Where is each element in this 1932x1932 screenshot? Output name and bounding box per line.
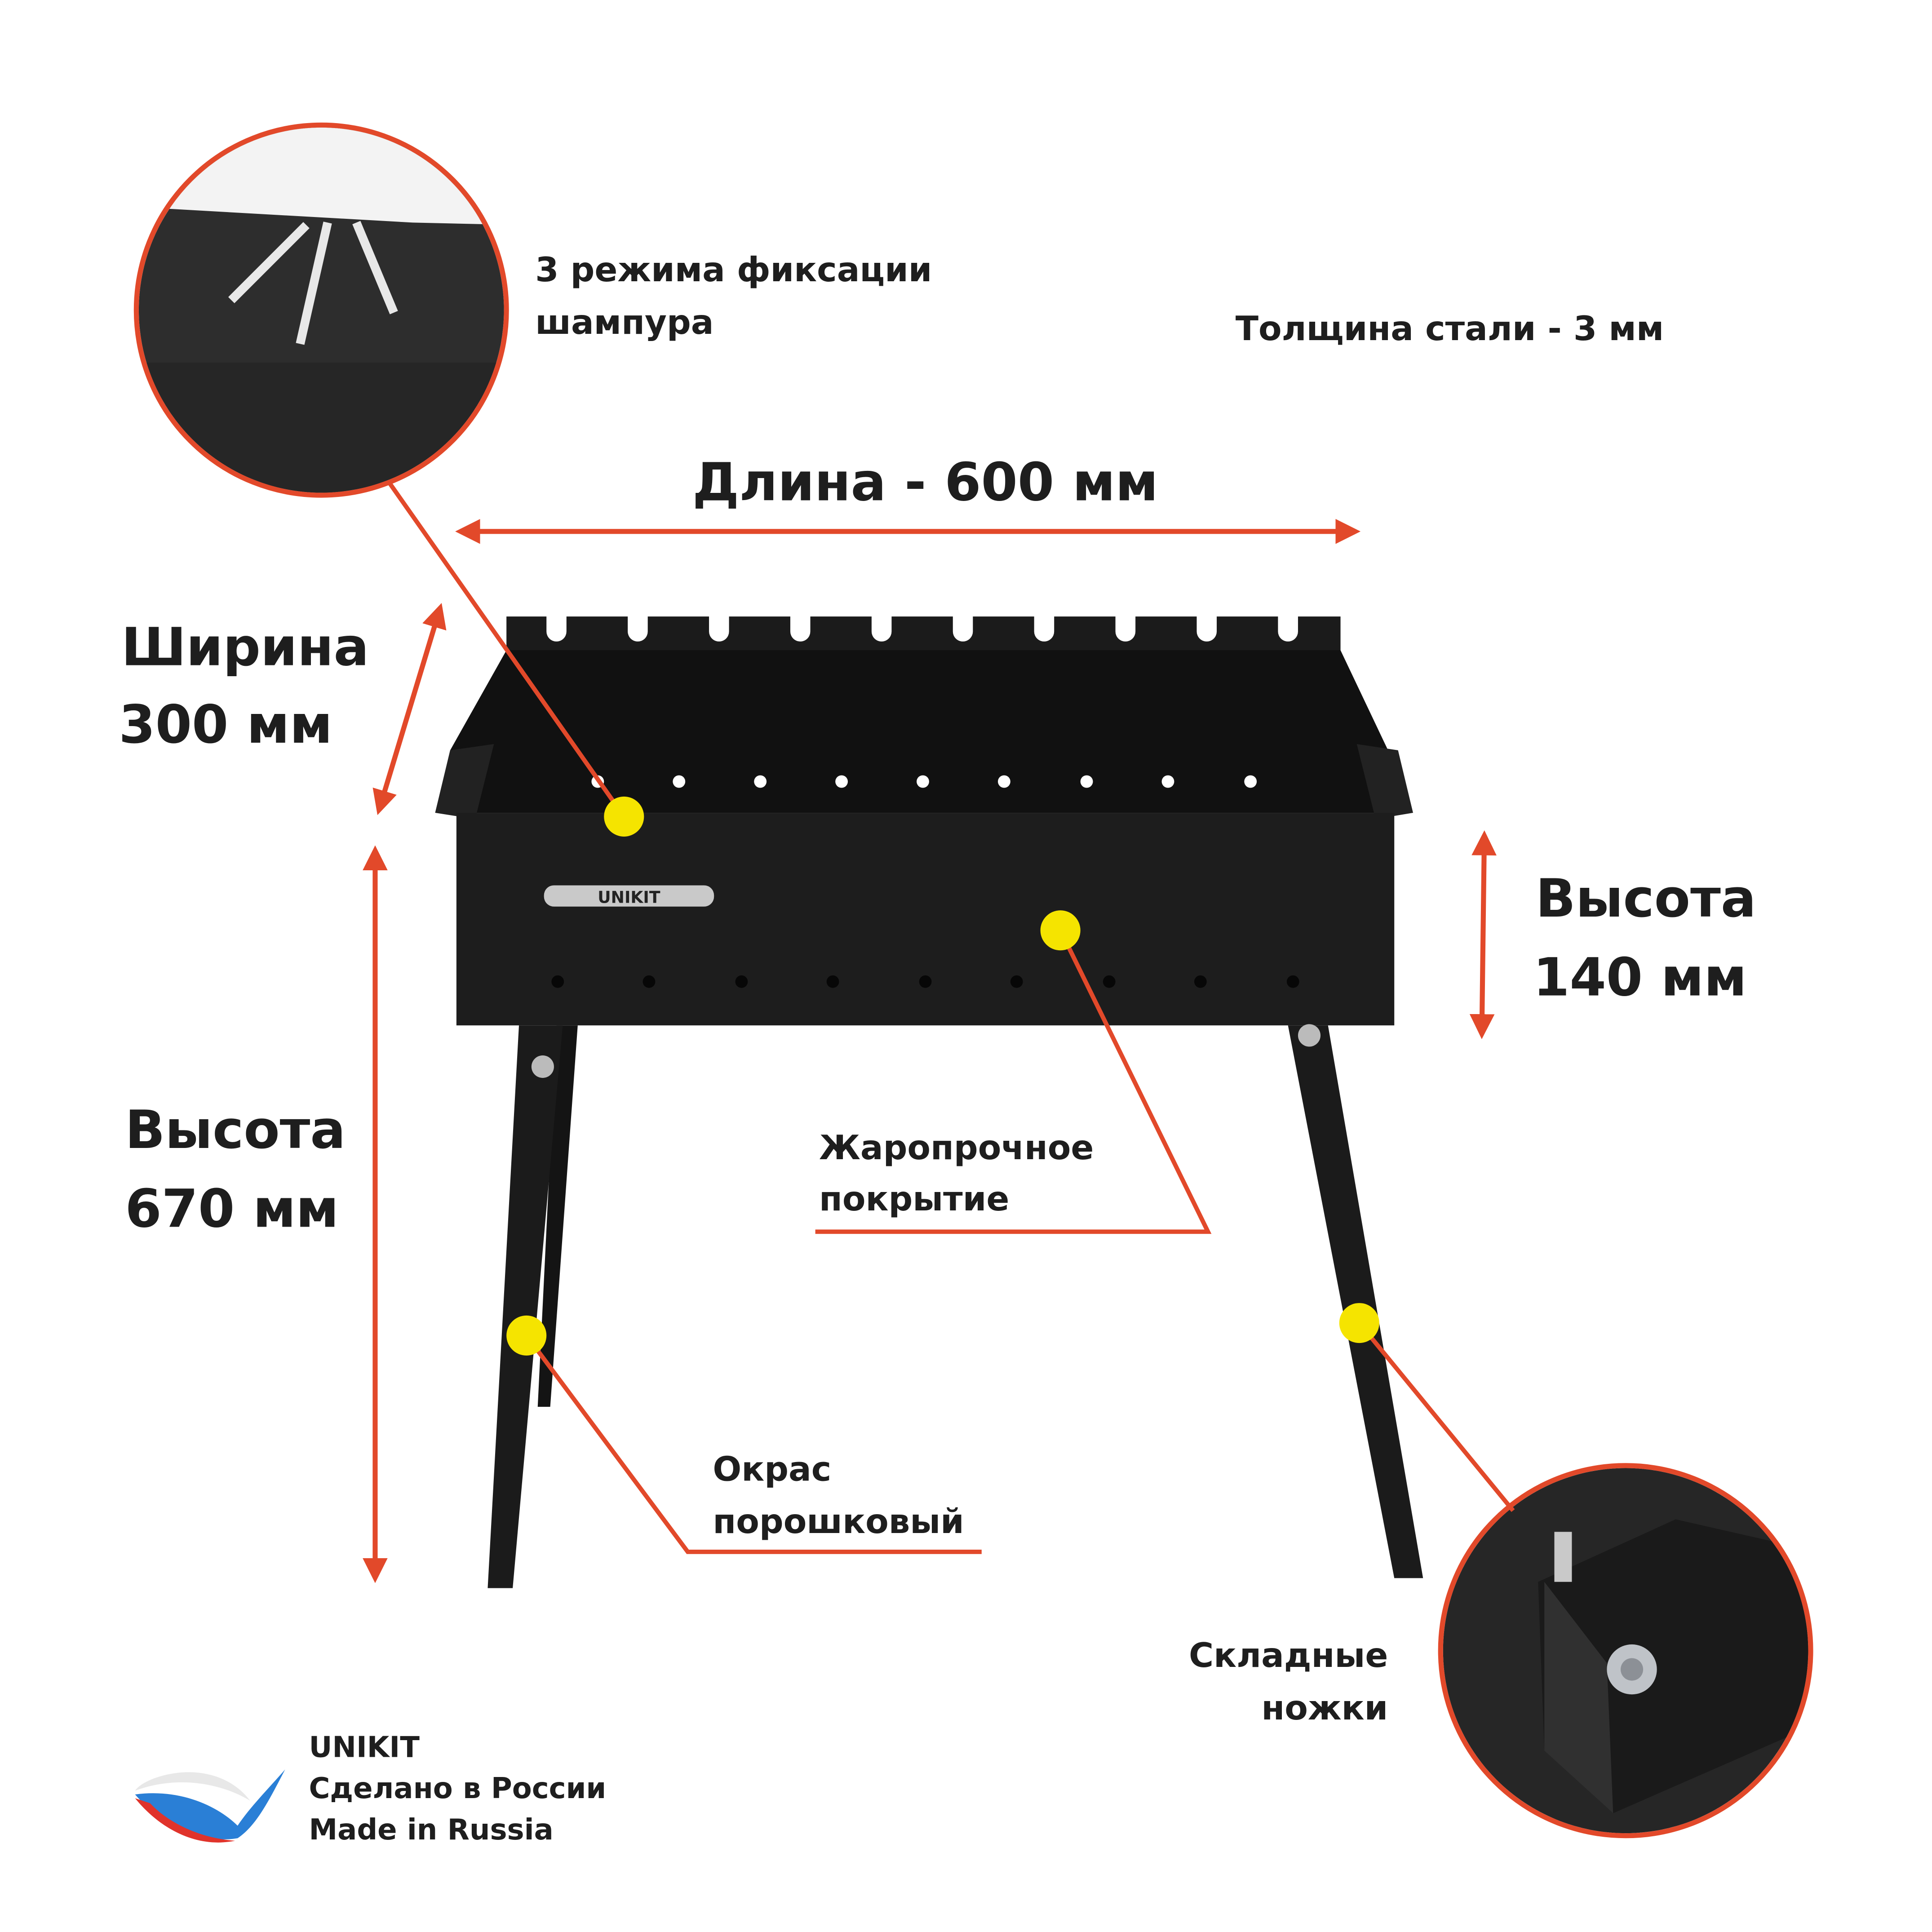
leader-lines [388,483,1515,1554]
brand-plate-label: UNIKIT [598,887,660,907]
legs-label-1: Складные [1189,1635,1388,1675]
air-holes [551,975,1299,988]
footer-made-ru: Сделано в России [309,1772,606,1805]
length-label: Длина - 600 мм [692,452,1158,513]
grill-illustration: UNIKIT [435,616,1423,1588]
paint-label-1: Окрас [713,1449,831,1489]
russia-flag-logo [135,1769,285,1843]
legs-label-2: ножки [1261,1688,1388,1728]
feature-markers [506,796,1379,1356]
footer-made-en: Made in Russia [309,1813,553,1847]
coating-label-1: Жаропрочное [819,1128,1094,1167]
width-label-2: 300 мм [119,694,332,755]
coating-label-2: покрытие [819,1179,1009,1219]
brand-plate [544,885,714,907]
width-arrow [372,603,447,815]
skewer-slot-detail [133,122,509,498]
footer-brand: UNIKIT [309,1731,420,1764]
skewer-label-1: 3 режима фиксации [535,250,932,289]
height-total-label-2: 670 мм [125,1178,339,1239]
box-height-arrow [1469,830,1497,1039]
width-label-1: Ширина [121,617,369,678]
skewer-label-2: шампура [535,302,713,342]
folding-leg-detail [1438,1463,1813,1839]
dimension-arrows [363,519,1497,1583]
height-box-label-1: Высота [1536,868,1756,929]
height-box-label-2: 140 мм [1533,947,1747,1008]
steel-thickness-label: Толщина стали - 3 мм [1236,309,1664,348]
paint-label-2: порошковый [713,1502,964,1541]
height-total-label-1: Высота [125,1099,346,1161]
